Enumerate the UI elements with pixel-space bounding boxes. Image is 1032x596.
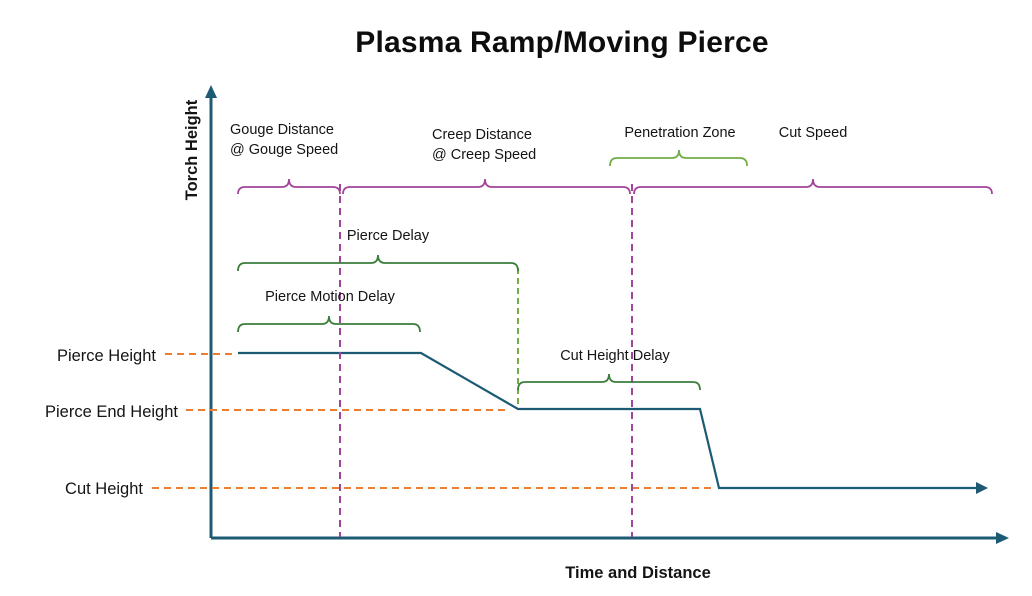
cut-height-delay-brace (517, 373, 701, 391)
creep-distance-brace (342, 178, 631, 195)
gouge-distance-label-line2: @ Gouge Speed (230, 142, 338, 158)
pierce-delay-brace (237, 254, 519, 272)
profile-arrowhead-icon (976, 482, 988, 494)
gouge-distance-brace (237, 178, 341, 195)
pierce-end-height-label: Pierce End Height (45, 403, 178, 421)
cut-speed-brace (633, 178, 993, 195)
gouge-distance-label-line1: Gouge Distance (230, 122, 334, 138)
y-axis-label: Torch Height (183, 99, 201, 200)
x-axis-arrowhead-icon (996, 532, 1009, 544)
pierce-height-label: Pierce Height (57, 347, 156, 365)
cut-height-delay-label: Cut Height Delay (560, 348, 670, 364)
torch-height-profile-line (238, 351, 976, 490)
penetration-zone-label: Penetration Zone (624, 125, 735, 141)
cut-speed-label: Cut Speed (779, 125, 848, 141)
creep-distance-label-line2: @ Creep Speed (432, 147, 536, 163)
cut-height-label: Cut Height (65, 480, 143, 498)
diagram-title: Plasma Ramp/Moving Pierce (355, 26, 769, 59)
creep-distance-label-line1: Creep Distance (432, 127, 532, 143)
pierce-delay-label: Pierce Delay (347, 228, 430, 244)
pierce-motion-delay-label: Pierce Motion Delay (265, 289, 395, 305)
y-axis-arrowhead-icon (205, 85, 217, 98)
x-axis-label: Time and Distance (565, 564, 711, 582)
penetration-zone-brace (609, 149, 748, 167)
pierce-motion-delay-brace (237, 315, 421, 333)
